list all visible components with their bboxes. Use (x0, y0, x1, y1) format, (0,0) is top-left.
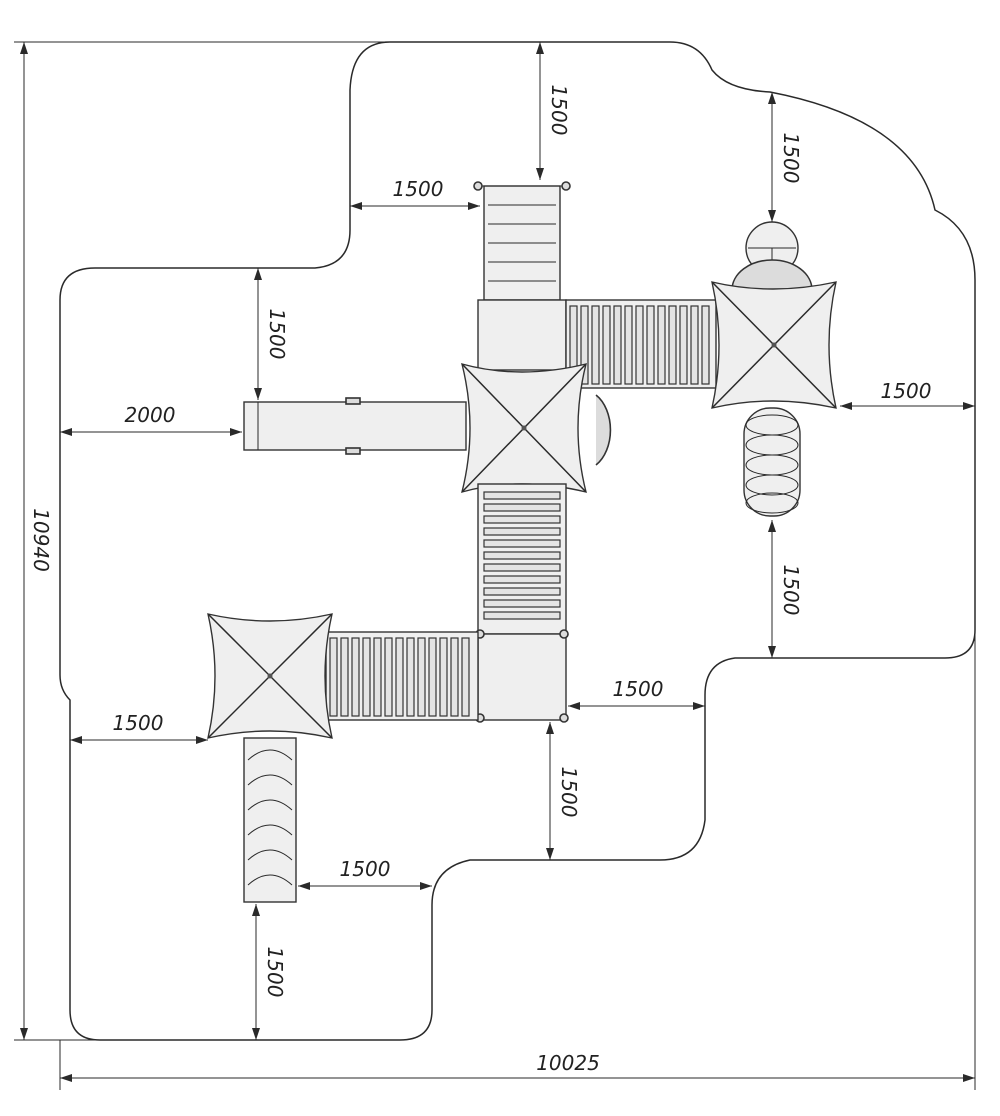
dim-top-clearance: 1500 (547, 85, 571, 136)
dim-bottom-left-side: 1500 (113, 711, 164, 735)
upper-bridge (565, 299, 717, 389)
safety-zone-outline (59, 41, 976, 1041)
dim-top-right-clearance: 1500 (779, 133, 803, 184)
top-ladder (473, 181, 571, 301)
dim-top-left-ladder: 1500 (393, 177, 444, 201)
left-tower (207, 613, 333, 903)
dim-overall-width: 10025 (536, 1051, 600, 1075)
dim-center-bottom-right: 1500 (613, 677, 664, 701)
central-tower (461, 363, 612, 493)
dimension-lines (14, 41, 976, 1090)
lower-bridge (325, 631, 479, 721)
dim-right-tower-side: 1500 (881, 379, 932, 403)
dim-bottom-ladder-right: 1500 (340, 857, 391, 881)
lower-platform (475, 629, 569, 723)
dim-bottom-ladder-down: 1500 (263, 947, 287, 998)
slide (243, 397, 467, 455)
upper-platform (477, 299, 567, 371)
dim-overall-height: 10940 (29, 508, 53, 572)
dim-bottom-center-down: 1500 (557, 767, 581, 818)
dim-left-upper-clearance: 1500 (265, 309, 289, 360)
dim-right-lower-clearance: 1500 (779, 565, 803, 616)
dim-slide-left: 2000 (125, 403, 176, 427)
right-tower (711, 221, 837, 517)
vertical-bridge (477, 483, 567, 635)
